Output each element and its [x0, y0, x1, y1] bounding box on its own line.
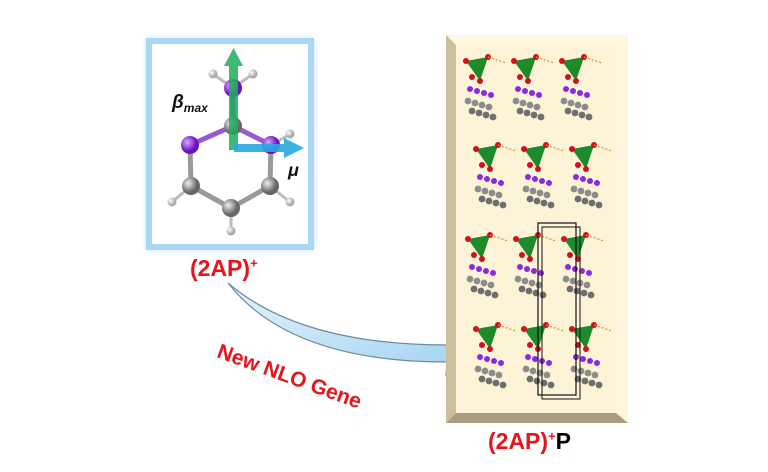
- phosphate-tetrahedron: [468, 235, 490, 259]
- crystal-packing: [463, 54, 613, 389]
- atom-c5: [222, 199, 240, 217]
- phosphate-tetrahedron: [572, 145, 594, 169]
- atom-c6: [182, 177, 200, 195]
- mu-vector-arrow: [234, 138, 304, 158]
- product-caption: (2AP)+P: [488, 428, 571, 454]
- crystal-structure-panel: [446, 35, 628, 423]
- phosphate-tetrahedron: [476, 145, 498, 169]
- phosphate-tetrahedron: [524, 325, 546, 349]
- phosphate-tetrahedron: [562, 57, 584, 81]
- mu-label: μ: [287, 160, 299, 180]
- beta-max-vector-arrow: [224, 48, 243, 150]
- beta-max-label: βmax: [171, 92, 209, 115]
- unit-cell-box: [537, 222, 577, 396]
- phosphate-tetrahedron: [524, 145, 546, 169]
- molecule-panel: βmax μ: [146, 38, 314, 250]
- phosphate-tetrahedron: [516, 235, 538, 259]
- atom-n1: [181, 136, 199, 154]
- cation-caption: (2AP)+: [190, 255, 258, 281]
- phosphate-tetrahedron: [476, 325, 498, 349]
- phosphate-tetrahedron: [466, 57, 488, 81]
- phosphate-tetrahedron: [514, 57, 536, 81]
- phosphate-tetrahedron: [572, 325, 594, 349]
- molecule-2ap-diagram: βmax μ: [167, 48, 304, 236]
- atom-c4: [261, 177, 279, 195]
